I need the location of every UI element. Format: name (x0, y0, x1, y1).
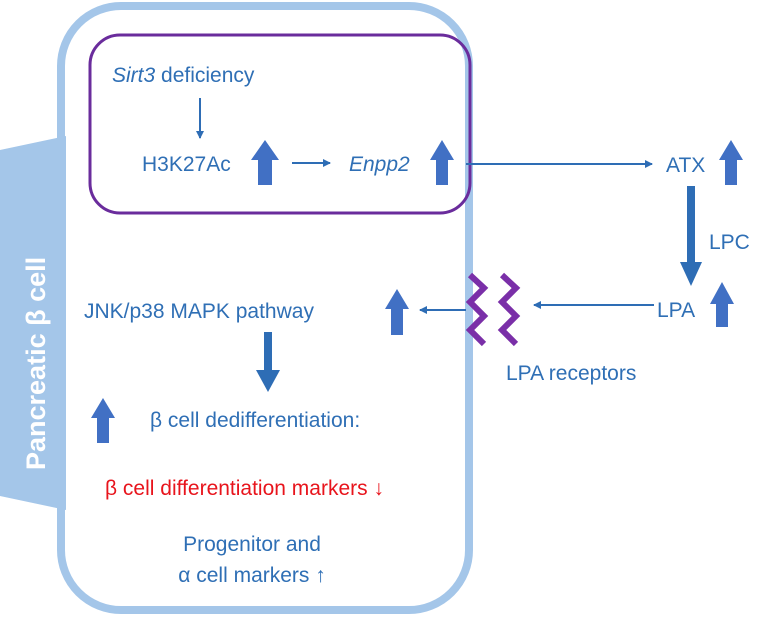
pathway-up-arrow-icon (385, 289, 409, 335)
atx-up-arrow-icon (719, 140, 743, 185)
lpa-receptor-icon (465, 272, 521, 347)
atx-label: ATX (666, 154, 705, 177)
sirt3-deficiency-label: Sirt3 deficiency (112, 64, 255, 87)
enpp2-up-arrow-icon (430, 140, 454, 185)
cell-membrane (57, 2, 473, 614)
jnk-p38-pathway-label: JNK/p38 MAPK pathway (84, 300, 314, 323)
progenitor-markers-line1: Progenitor and (183, 533, 321, 556)
lpa-receptors-label: LPA receptors (506, 362, 636, 385)
arrow-atx-to-lpa (680, 186, 702, 286)
differentiation-markers-label: β cell differentiation markers ↓ (105, 477, 384, 500)
h3k27ac-label: H3K27Ac (142, 153, 231, 176)
side-label-text: Pancreatic β cell (21, 257, 51, 470)
lpc-label: LPC (709, 231, 750, 254)
side-label-tab: Pancreatic β cell (0, 136, 66, 510)
progenitor-markers-line2: α cell markers ↑ (178, 564, 326, 587)
lpa-up-arrow-icon (710, 282, 734, 327)
h3k27ac-up-arrow-icon (251, 140, 279, 185)
dedifferentiation-up-arrow-icon (91, 398, 115, 443)
enpp2-label: Enpp2 (349, 153, 410, 176)
dedifferentiation-label: β cell dedifferentiation: (150, 409, 360, 432)
arrow-pathway-to-dedifferentiation (256, 332, 280, 392)
nucleus-box (88, 33, 472, 215)
lpa-label: LPA (657, 299, 695, 322)
